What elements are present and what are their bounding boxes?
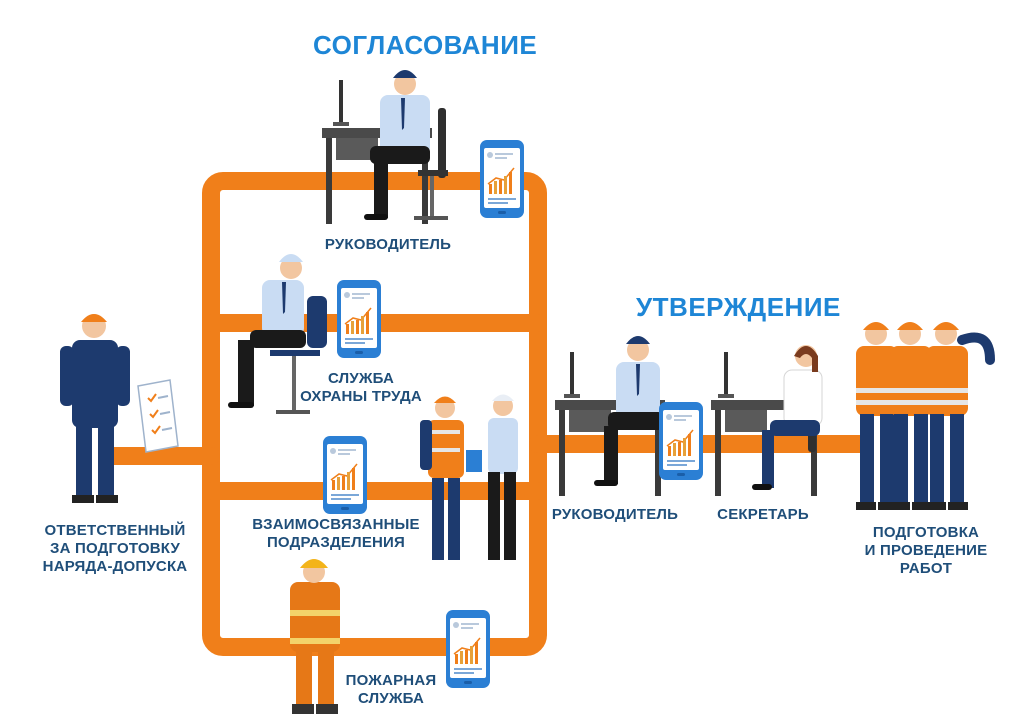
fire-service-label: ПОЖАРНАЯ СЛУЖБА <box>345 672 437 707</box>
manager-right-figure <box>555 336 665 496</box>
manager-right-label: РУКОВОДИТЕЛЬ <box>551 506 679 523</box>
hard-hat-icon <box>393 70 417 78</box>
responsible-worker-figure <box>60 314 130 503</box>
safety-service-label: СЛУЖБА ОХРАНЫ ТРУДА <box>300 370 422 405</box>
phone-chart-icon <box>336 279 382 359</box>
related-units-label: ВЗАИМОСВЯЗАННЫЕ ПОДРАЗДЕЛЕНИЯ <box>252 516 420 551</box>
approval-heading: СОГЛАСОВАНИЕ <box>313 30 538 60</box>
work-label: ПОДГОТОВКА И ПРОВЕДЕНИЕ РАБОТ <box>864 524 988 577</box>
monitor-icon <box>333 80 349 126</box>
manager-top-figure <box>322 70 448 224</box>
phone-chart-icon <box>322 435 368 515</box>
safety-service-figure <box>228 254 327 414</box>
workers-group-figures <box>856 322 995 510</box>
manager-top-label: РУКОВОДИТЕЛЬ <box>324 236 452 253</box>
phone-chart-icon <box>445 609 491 689</box>
phone-chart-icon <box>658 401 704 481</box>
secretary-label: СЕКРЕТАРЬ <box>717 506 809 523</box>
fire-service-figure <box>290 559 340 714</box>
confirmation-heading: УТВЕРЖДЕНИЕ <box>636 292 841 322</box>
secretary-figure <box>711 345 823 496</box>
related-units-figures <box>420 394 518 560</box>
phone-chart-icon <box>479 139 525 219</box>
checklist-icon <box>137 379 179 453</box>
responsible-label: ОТВЕТСТВЕННЫЙ ЗА ПОДГОТОВКУ НАРЯДА-ДОПУС… <box>42 522 188 575</box>
